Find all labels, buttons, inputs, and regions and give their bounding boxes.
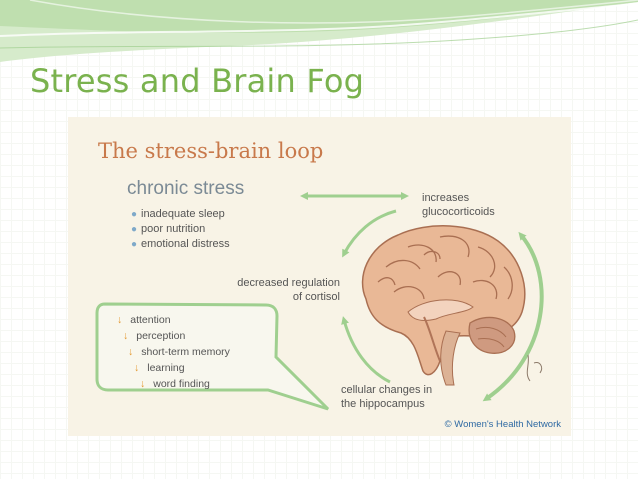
chronic-stress-heading: chronic stress	[127, 178, 245, 199]
effects-callout	[95, 302, 330, 411]
list-item: ↓short-term memory	[128, 346, 230, 358]
list-item: ↓learning	[134, 362, 185, 374]
brain-illustration	[361, 225, 543, 386]
list-item: ●poor nutrition	[131, 223, 206, 235]
list-item: ↓attention	[117, 314, 171, 326]
list-item: ●emotional distress	[131, 238, 230, 250]
diagram-title: The stress-brain loop	[98, 139, 324, 163]
loop-arrow-top	[342, 209, 397, 258]
chronic-stress-list: ●inadequate sleep ●poor nutrition ●emoti…	[131, 207, 230, 252]
stress-brain-diagram: The stress-brain loop chronic stress ●in…	[68, 117, 571, 436]
slide-title: Stress and Brain Fog	[30, 62, 365, 100]
bullet-icon: ●	[131, 224, 138, 235]
diagram-arrows-and-shapes	[95, 192, 544, 411]
down-arrow-icon: ↓	[134, 362, 140, 374]
down-arrow-icon: ↓	[128, 346, 134, 358]
list-item: ●inadequate sleep	[131, 208, 225, 220]
down-arrow-icon: ↓	[140, 378, 146, 390]
cellular-changes-label: cellular changes in the hippocampus	[341, 384, 433, 410]
copyright-notice: © Women's Health Network	[444, 419, 561, 430]
outer-loop-arrow	[482, 231, 544, 402]
list-item: ↓perception	[123, 330, 186, 342]
loop-arrow-bottom	[341, 316, 391, 384]
down-arrow-icon: ↓	[123, 330, 129, 342]
down-arrow-icon: ↓	[117, 314, 123, 326]
bullet-icon: ●	[131, 209, 138, 220]
decreased-regulation-label: decreased regulation of cortisol	[237, 277, 340, 303]
increases-glucocorticoids-label: increases glucocorticoids	[422, 192, 495, 218]
list-item: ↓word finding	[140, 378, 210, 390]
header-wave-decoration	[0, 0, 638, 62]
bullet-icon: ●	[131, 239, 138, 250]
